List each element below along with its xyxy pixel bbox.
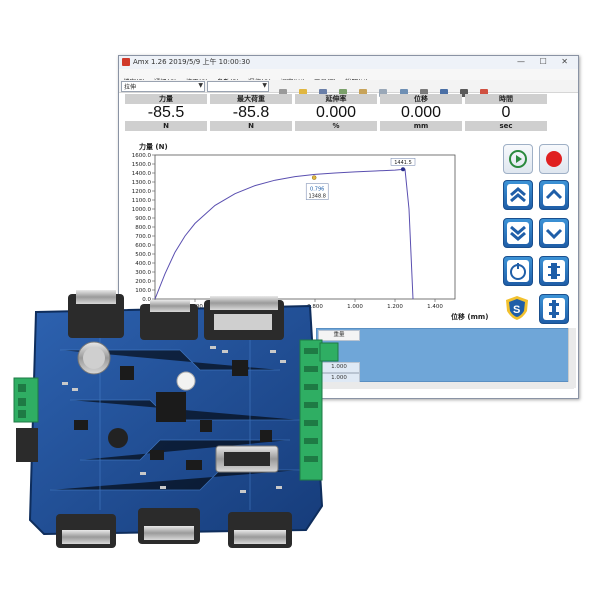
- y-tick-label: 500.0: [135, 252, 151, 258]
- y-axis-title: 力量 (N): [139, 142, 168, 151]
- up-icon: [543, 184, 565, 206]
- force-curve: [154, 168, 414, 300]
- y-tick-label: 1600.0: [132, 153, 152, 159]
- y-tick-label: 900.0: [135, 216, 151, 222]
- chart-svg: 力量 (N) 位移 (mm) 1600.0 1500.0 1400.0 1300.0 1…: [132, 142, 489, 321]
- title-bar: Amx 1.26 2019/5/9 上午 10:00:30 — ☐ ✕: [119, 56, 578, 70]
- play-button[interactable]: [503, 144, 533, 174]
- peak-marker: [401, 167, 405, 172]
- y-tick-label: 1200.0: [132, 189, 152, 195]
- up-button[interactable]: [539, 180, 569, 210]
- cursor-marker: [311, 175, 317, 180]
- cursor-y-label: 1348.8: [308, 194, 326, 200]
- fast-up-button[interactable]: [503, 180, 533, 210]
- app-window: Amx 1.26 2019/5/9 上午 10:00:30 — ☐ ✕ 檔案(F…: [118, 55, 579, 399]
- open-icon[interactable]: [299, 89, 308, 97]
- readout-force: 力量 -85.5 N: [125, 94, 207, 138]
- y-tick-label: 400.0: [135, 261, 151, 267]
- force-displacement-chart[interactable]: 力量 (N) 位移 (mm) 1600.0 1500.0 1400.0 1300.0 1…: [125, 139, 492, 327]
- play-icon: [509, 150, 527, 168]
- grid-header: 重量: [318, 330, 360, 341]
- x-tick-label: 0.400: [227, 304, 243, 310]
- horizontal-scrollbar[interactable]: [316, 382, 574, 389]
- readout-displacement: 位移 0.000 mm: [380, 94, 462, 138]
- readout-panel: 力量 -85.5 N 最大荷重 -85.8 N 延伸率 0.000 % 位移 0…: [125, 94, 551, 138]
- down-icon: [543, 222, 565, 244]
- specimen-button[interactable]: [539, 294, 569, 324]
- y-tick-label: 0.0: [142, 297, 151, 303]
- y-tick-label: 100.0: [135, 288, 151, 294]
- x-tick-label: 0.600: [267, 304, 283, 310]
- vertical-scrollbar[interactable]: [568, 328, 576, 388]
- y-tick-label: 1000.0: [132, 207, 152, 213]
- svg-text:S: S: [513, 304, 520, 316]
- fast-up-icon: [507, 184, 529, 206]
- y-tick-label: 1400.0: [132, 171, 152, 177]
- cursor-label-box: [305, 183, 329, 200]
- peak-label-box: [390, 158, 416, 166]
- fast-down-button[interactable]: [503, 218, 533, 248]
- specimen-icon: [543, 298, 565, 320]
- stop-record-button[interactable]: [539, 144, 569, 174]
- stop-icon[interactable]: [479, 89, 488, 97]
- peak-label: 1441.5: [394, 160, 412, 166]
- app-icon: [122, 58, 130, 66]
- window-title: Amx 1.26 2019/5/9 上午 10:00:30: [133, 58, 251, 66]
- return-home-button[interactable]: [503, 256, 533, 286]
- print-icon[interactable]: [339, 89, 348, 97]
- link-icon[interactable]: [439, 89, 448, 97]
- x-tick-label: 1.000: [347, 304, 363, 310]
- y-tick-label: 200.0: [135, 279, 151, 285]
- x-tick-label: 1.400: [427, 304, 443, 310]
- settings-icon[interactable]: [399, 89, 408, 97]
- y-tick-label: 800.0: [135, 225, 151, 231]
- readout-max-load: 最大荷重 -85.8 N: [210, 94, 292, 138]
- readout-elongation: 延伸率 0.000 %: [295, 94, 377, 138]
- x-axis-title: 位移 (mm): [451, 312, 488, 321]
- x-tick-label: 0.200: [187, 304, 203, 310]
- y-tick-label: 300.0: [135, 270, 151, 276]
- grip-button[interactable]: [539, 256, 569, 286]
- grid-cell[interactable]: 1.000: [318, 362, 360, 373]
- return-home-icon: [507, 260, 529, 282]
- export-icon[interactable]: [379, 89, 388, 97]
- readout-time: 時間 0 sec: [465, 94, 547, 138]
- record-icon: [546, 151, 562, 167]
- fast-down-icon: [507, 222, 529, 244]
- y-tick-label: 1500.0: [132, 162, 152, 168]
- zoom-icon[interactable]: [419, 89, 428, 97]
- shield-s-icon: S: [506, 296, 528, 320]
- y-tick-label: 1100.0: [132, 198, 152, 204]
- camera-icon[interactable]: [459, 89, 468, 97]
- save-icon[interactable]: [319, 89, 328, 97]
- test-mode-select[interactable]: 拉伸▼: [121, 81, 205, 92]
- brand-shield-button[interactable]: S: [503, 294, 531, 322]
- profile-select[interactable]: ▼: [207, 81, 269, 92]
- x-tick-label: 1.200: [387, 304, 403, 310]
- window-controls[interactable]: — ☐ ✕: [517, 57, 574, 66]
- x-tick-label: 0.800: [307, 304, 323, 310]
- cursor-x-label: 0.796: [310, 187, 324, 193]
- y-tick-label: 700.0: [135, 234, 151, 240]
- tensile-grip-icon: [543, 260, 565, 282]
- new-icon[interactable]: [279, 89, 287, 97]
- toolbar-icons: [279, 82, 495, 101]
- toolbar: 拉伸▼ ▼: [119, 80, 578, 97]
- down-button[interactable]: [539, 218, 569, 248]
- x-tick-label: 0.000: [147, 304, 163, 310]
- y-tick-label: 1300.0: [132, 180, 152, 186]
- report-icon[interactable]: [359, 89, 368, 97]
- y-tick-label: 600.0: [135, 243, 151, 249]
- menu-bar: 檔案(F) 通訊(C) 校正(S) 參數(P) 運作(O) 視窗(W) 工具(T…: [119, 69, 578, 86]
